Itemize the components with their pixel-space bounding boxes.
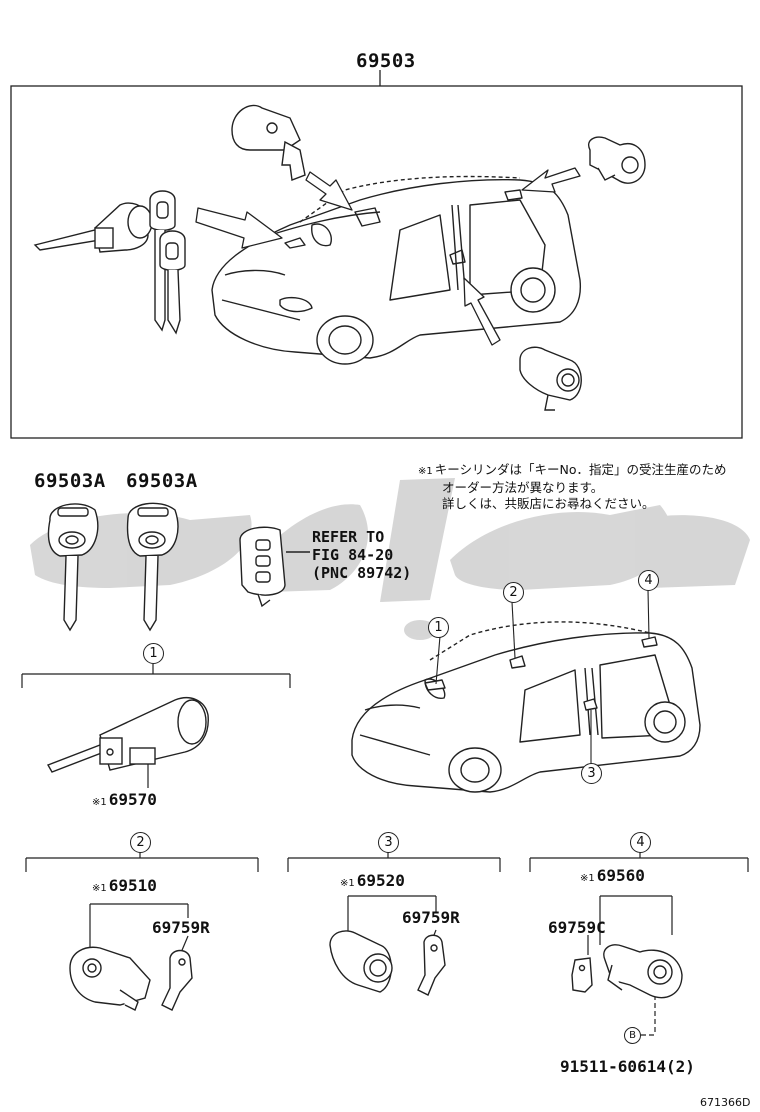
group-2-callout: 2 — [130, 832, 151, 853]
back-door-cylinder-top — [588, 136, 646, 184]
ignition-lock-top — [33, 202, 153, 253]
fuel-door-cylinder-69560 — [603, 944, 683, 999]
fuel-door-cylinder-top — [519, 346, 582, 411]
note-line-3: 詳しくは、共販店にお尋ねください。 — [442, 496, 655, 511]
group4-part-number: 69560 — [596, 866, 645, 885]
callout-1-car: 1 — [428, 617, 449, 638]
note-line-1: キーシリンダは「キーNo．指定」の受注生産のため — [434, 462, 727, 477]
refer-line-2: FIG 84-20 — [312, 546, 394, 564]
group-1-callout: 1 — [143, 643, 164, 664]
group2-mark: ※1 — [92, 883, 107, 894]
callout-2-car: 2 — [503, 582, 524, 603]
door-cylinder-69510 — [69, 946, 151, 1011]
bottom-car-outline — [351, 621, 701, 793]
group2-bracket — [25, 850, 259, 956]
refer-to-label: REFER TO FIG 84-20 (PNC 89742) — [312, 528, 411, 582]
part-number-69503: 69503 — [356, 50, 416, 72]
callout-4-car: 4 — [638, 570, 659, 591]
lever-69759r-right — [417, 934, 446, 996]
remote-fob — [239, 526, 310, 608]
key-right — [126, 502, 179, 632]
key-left — [47, 503, 99, 632]
top-car-outline — [211, 175, 582, 365]
figure-id: 671366D — [700, 1096, 751, 1109]
callout-3-car: 3 — [581, 763, 602, 784]
watermark-graphic — [30, 478, 750, 640]
group4-bracket — [529, 850, 749, 1036]
part-number-69503a-left: 69503A — [34, 470, 106, 492]
door-cylinder-69520 — [329, 930, 393, 993]
door-cylinder-top — [231, 104, 306, 181]
group3-mark: ※1 — [340, 878, 355, 889]
note-line-2: オーダー方法が異なります。 — [442, 480, 604, 495]
ignition-cylinder-69570 — [46, 697, 209, 773]
group3-part-number: 69520 — [356, 871, 405, 890]
pointer-arrows-top — [195, 167, 581, 346]
main-assembly-frame — [10, 70, 743, 439]
group-4-callout: 4 — [630, 832, 651, 853]
group4-sub-part-number: 69759C — [548, 918, 606, 937]
callout-b: B — [624, 1027, 641, 1044]
bolt-part-number: 91511-60614 — [560, 1057, 666, 1076]
group3-sub-part-number: 69759R — [402, 908, 460, 927]
clip-69759c — [571, 957, 593, 993]
group2-part-number: 69510 — [108, 876, 157, 895]
refer-line-1: REFER TO — [312, 528, 385, 546]
group4-mark: ※1 — [580, 873, 595, 884]
group3-bracket — [287, 850, 501, 941]
group1-mark: ※1 — [92, 797, 107, 808]
group1-part-number: 69570 — [108, 790, 157, 809]
bolt-quantity: (2) — [665, 1057, 695, 1076]
note-mark: ※1 — [418, 466, 433, 477]
bolt-part-label: 91511-60614(2) — [560, 1057, 695, 1076]
refer-line-3: (PNC 89742) — [312, 564, 412, 582]
lever-69759r-left — [161, 949, 193, 1011]
keys-top — [149, 190, 186, 335]
part-number-69503a-right: 69503A — [126, 470, 198, 492]
bottom-car-leaders — [435, 589, 650, 764]
group2-sub-part-number: 69759R — [152, 918, 210, 937]
group-3-callout: 3 — [378, 832, 399, 853]
